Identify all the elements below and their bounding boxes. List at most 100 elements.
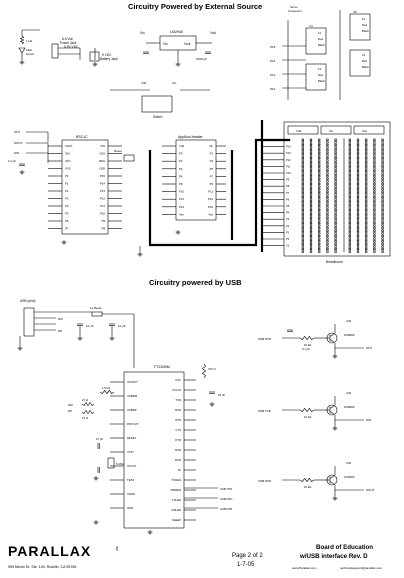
appmod-pin-right: Vss [208, 212, 213, 216]
breadboard-hole [301, 201, 304, 204]
breadboard-hole [334, 216, 337, 219]
cap-label: 0.1 µF [302, 347, 310, 351]
breadboard-hole [373, 159, 376, 162]
power-led-resistor [19, 35, 25, 45]
breadboard-hole [334, 185, 337, 188]
breadboard-hole [301, 141, 304, 144]
ground-symbol [77, 336, 83, 341]
appmod-pin-left: P4 [179, 167, 183, 171]
breadboard-hole [326, 164, 329, 167]
breadboard-hole [365, 224, 368, 227]
breadboard-hole [326, 211, 329, 214]
breadboard-hole [318, 216, 321, 219]
breadboard-hole [373, 169, 376, 173]
breadboard-hole [318, 240, 321, 243]
breadboard-hole [365, 151, 368, 154]
breadboard-hole [356, 162, 360, 165]
bs2-ic-chip [61, 139, 109, 235]
sin-label: SIN [14, 151, 19, 155]
breadboard-hole [326, 245, 329, 248]
breadboard-hole [365, 211, 368, 214]
breadboard-hole [365, 190, 368, 193]
ground-symbol [19, 170, 25, 175]
ferrite-label: Fe Bead [90, 306, 102, 310]
breadboard-hole [301, 232, 304, 235]
breadboard-hole [318, 195, 321, 199]
breadboard-hole [381, 206, 384, 209]
breadboard-hole [365, 201, 368, 204]
sout-label: SOUT [14, 141, 23, 145]
breadboard-hole [356, 141, 360, 144]
breadboard-hole [381, 154, 384, 157]
breadboard-hole [381, 193, 384, 196]
breadboard-hole [348, 229, 351, 232]
breadboard-hole [334, 245, 337, 248]
breadboard-hole [381, 146, 384, 149]
breadboard-hole [365, 188, 368, 191]
breadboard-hole [373, 208, 376, 212]
breadboard-hole [309, 156, 313, 160]
transistor-collector [329, 333, 335, 337]
breadboard-hole [356, 221, 360, 225]
breadboard-hole [318, 188, 321, 191]
bs2-pin-right: P11 [100, 204, 105, 208]
bs2-pin-right: P12 [100, 197, 105, 201]
breadboard-hole [348, 242, 351, 245]
breadboard-hole [356, 206, 360, 209]
breadboard-pin: P12 [286, 158, 291, 162]
breadboard-hole [326, 237, 329, 240]
appmod-pin-right: P3 [210, 159, 214, 163]
breadboard-hole [326, 172, 329, 175]
breadboard-hole [381, 195, 384, 199]
breadboard-hole [356, 224, 360, 227]
led-label: LED [26, 48, 33, 52]
breadboard-hole [301, 159, 304, 162]
breadboard-hole [356, 149, 360, 152]
breadboard-hole [365, 169, 368, 173]
breadboard-hole [348, 245, 351, 248]
breadboard-hole [373, 156, 376, 160]
breadboard-hole [334, 138, 337, 141]
breadboard-hole [318, 138, 321, 141]
breadboard-hole [365, 221, 368, 225]
breadboard-hole [356, 175, 360, 178]
header-label: X5 [353, 10, 357, 14]
breadboard-hole [334, 206, 337, 209]
breadboard-hole [348, 156, 351, 160]
breadboard-hole [356, 156, 360, 160]
atn-cap [19, 163, 25, 166]
breadboard-hole [356, 154, 360, 157]
breadboard-hole [381, 203, 384, 206]
bs2-pin-left: P4 [65, 204, 69, 208]
breadboard-hole [318, 203, 321, 206]
breadboard-hole [373, 162, 376, 165]
transistor-label: 2N3906 [344, 333, 355, 337]
breadboard-hole [373, 224, 376, 227]
ground-symbol [137, 252, 143, 257]
resistor-label: 27 Ω [82, 416, 88, 420]
bs2-pin-left: SIN [65, 152, 70, 156]
breadboard-hole [356, 190, 360, 193]
breadboard-hole [373, 167, 376, 170]
breadboard-hole [356, 167, 360, 170]
breadboard-hole [348, 167, 351, 170]
breadboard-hole [301, 227, 304, 230]
appmod-pin-left: Vdd [179, 144, 184, 148]
breadboard-hole [334, 198, 337, 201]
ground-symbol [175, 230, 181, 235]
breadboard-header-label: Vin [329, 129, 334, 133]
breadboard-hole [334, 167, 337, 170]
breadboard-hole [326, 216, 329, 219]
breadboard-pin: P13 [286, 151, 291, 155]
breadboard-hole [348, 164, 351, 167]
breadboard-hole [326, 206, 329, 209]
battery-label: 9 VDC [102, 53, 112, 57]
breadboard-hole [318, 221, 321, 225]
breadboard-hole [365, 237, 368, 240]
breadboard-hole [373, 216, 376, 219]
breadboard-hole [309, 159, 313, 162]
breadboard-hole [356, 177, 360, 180]
breadboard-pin: P0 [286, 237, 290, 241]
breadboard-hole [334, 162, 337, 165]
breadboard-hole [348, 159, 351, 162]
